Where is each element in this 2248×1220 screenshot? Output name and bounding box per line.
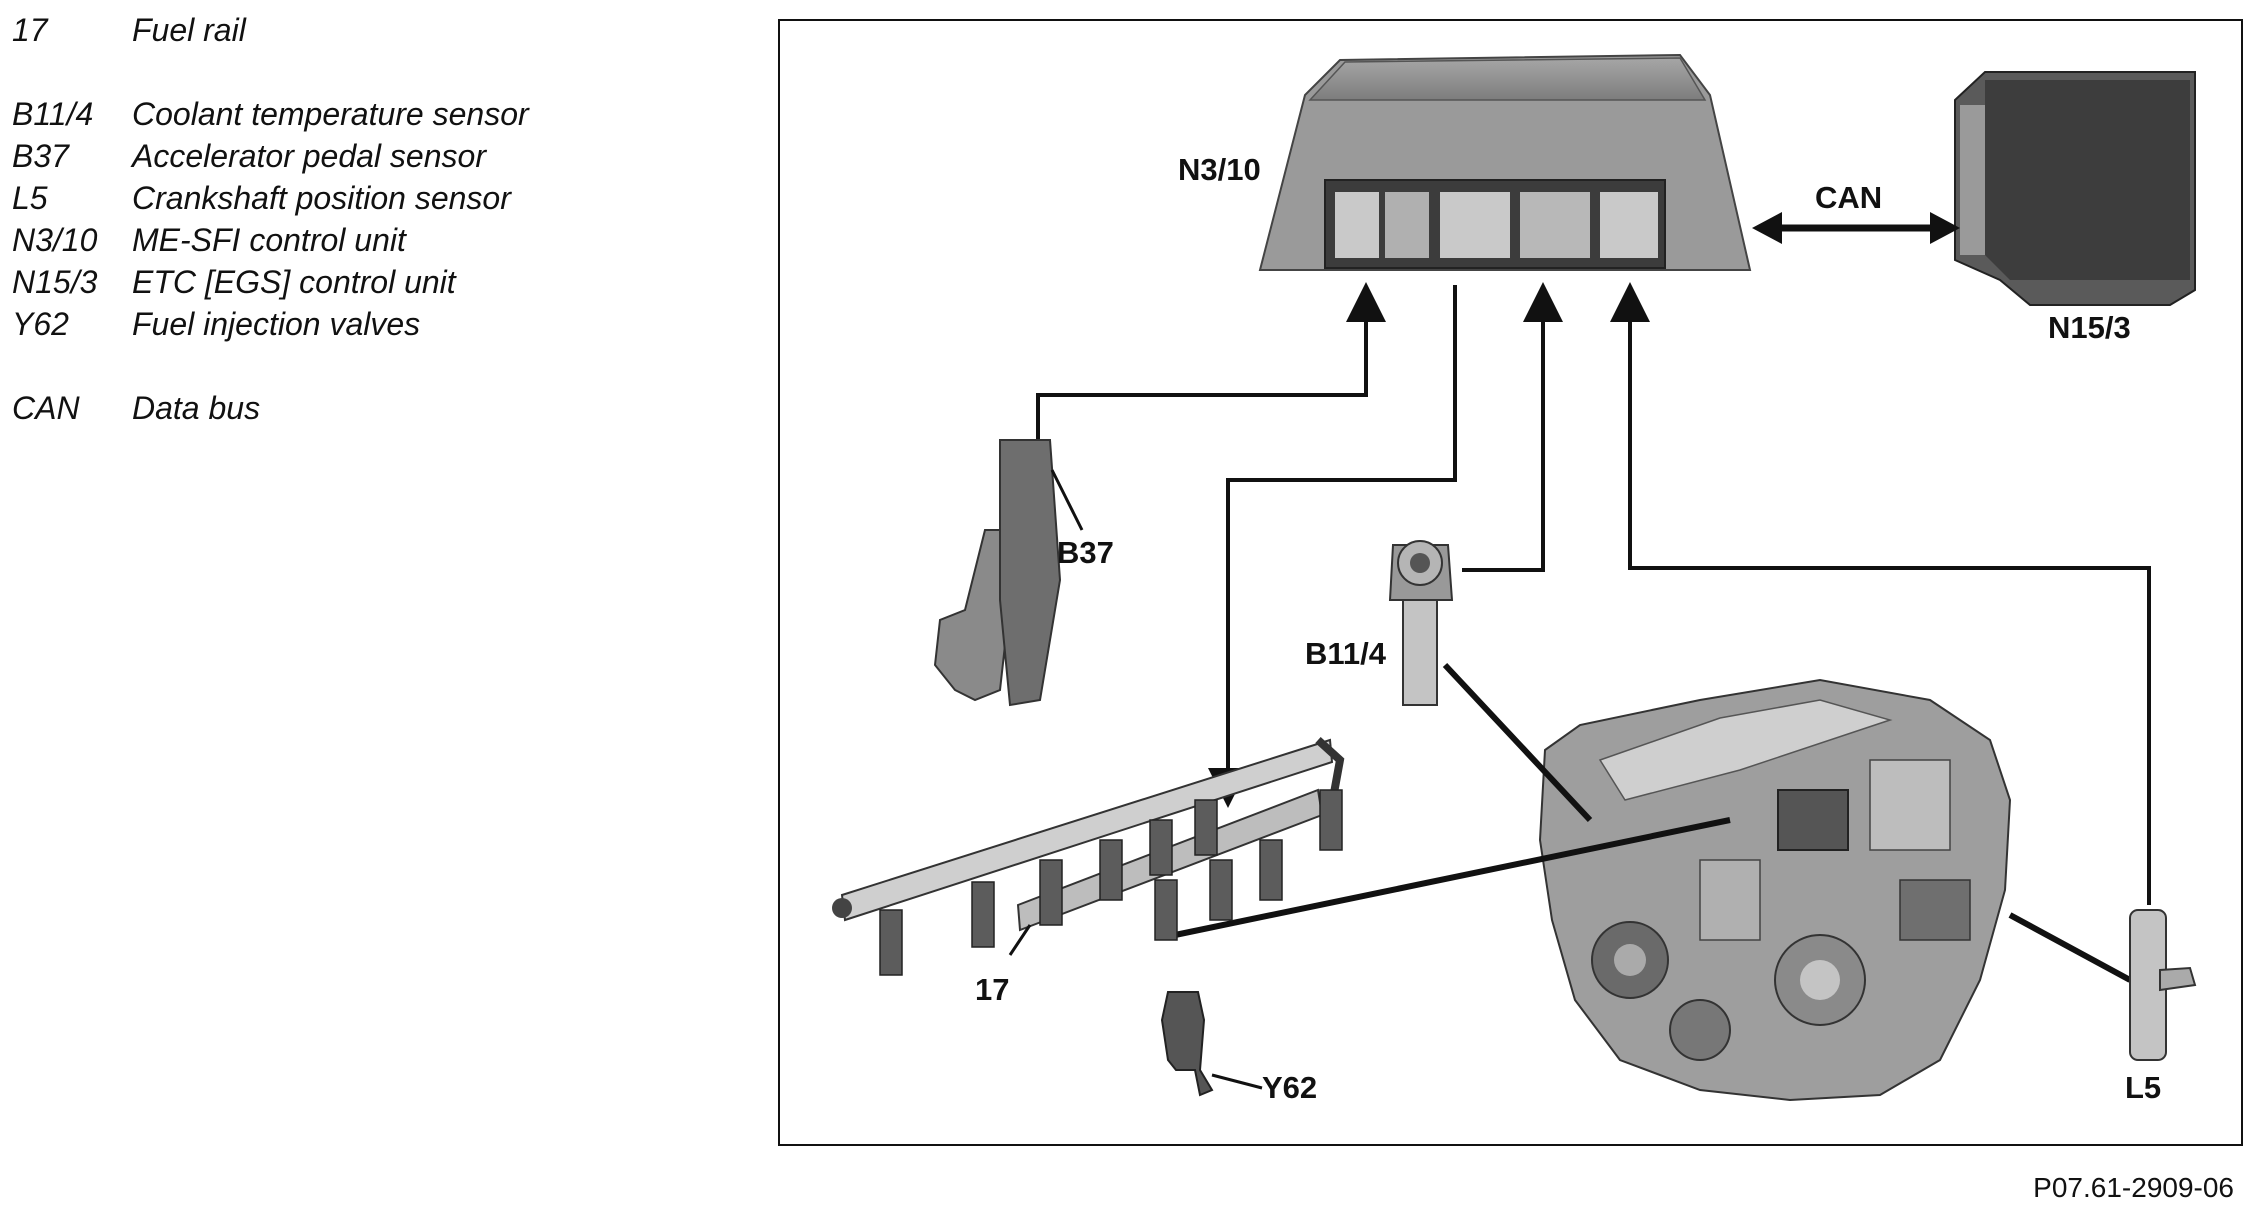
engine	[1538, 678, 2012, 1102]
rail-injectors	[879, 789, 1343, 976]
coolant-temperature-sensor	[1388, 540, 1454, 706]
legend-code: Y62	[12, 306, 69, 342]
engine-leader-lines	[1174, 662, 2132, 983]
diagram-frame	[778, 19, 2243, 1146]
legend-desc: Coolant temperature sensor	[132, 96, 529, 132]
crankshaft-position-sensor	[2129, 909, 2197, 1061]
legend-code: B37	[12, 138, 69, 174]
figure-reference: P07.61-2909-06	[2033, 1172, 2234, 1203]
can-bus-arrow	[1752, 212, 1960, 244]
etc-control-unit	[1954, 71, 2196, 306]
label-b11-4: B11/4	[1305, 636, 1387, 671]
label-y62: Y62	[1262, 1070, 1317, 1105]
label-can: CAN	[1815, 180, 1882, 215]
legend-desc: Data bus	[132, 390, 261, 426]
legend-desc: Fuel injection valves	[132, 306, 421, 342]
legend-code: CAN	[12, 390, 80, 426]
rail-leader	[1008, 924, 1032, 956]
fuel-injection-valve	[1160, 991, 1263, 1097]
signal-lines	[1036, 282, 2151, 905]
legend-code: L5	[12, 180, 48, 216]
label-n15-3: N15/3	[2048, 310, 2131, 345]
legend-code: N3/10	[12, 222, 98, 258]
legend-desc: ETC [EGS] control unit	[132, 264, 456, 300]
legend-code: 17	[12, 12, 48, 48]
me-sfi-control-unit	[1258, 53, 1752, 271]
label-n3-10: N3/10	[1178, 152, 1261, 187]
legend-code: B11/4	[12, 96, 94, 132]
accelerator-pedal-sensor	[933, 439, 1084, 707]
legend-code: N15/3	[12, 264, 98, 300]
label-17: 17	[975, 972, 1009, 1007]
label-l5: L5	[2125, 1070, 2161, 1105]
legend-desc: ME-SFI control unit	[132, 222, 406, 258]
fuel-rail	[832, 737, 1345, 932]
legend-desc: Fuel rail	[132, 12, 246, 48]
label-b37: B37	[1057, 535, 1114, 570]
legend-desc: Crankshaft position sensor	[132, 180, 511, 216]
legend-desc: Accelerator pedal sensor	[132, 138, 486, 174]
